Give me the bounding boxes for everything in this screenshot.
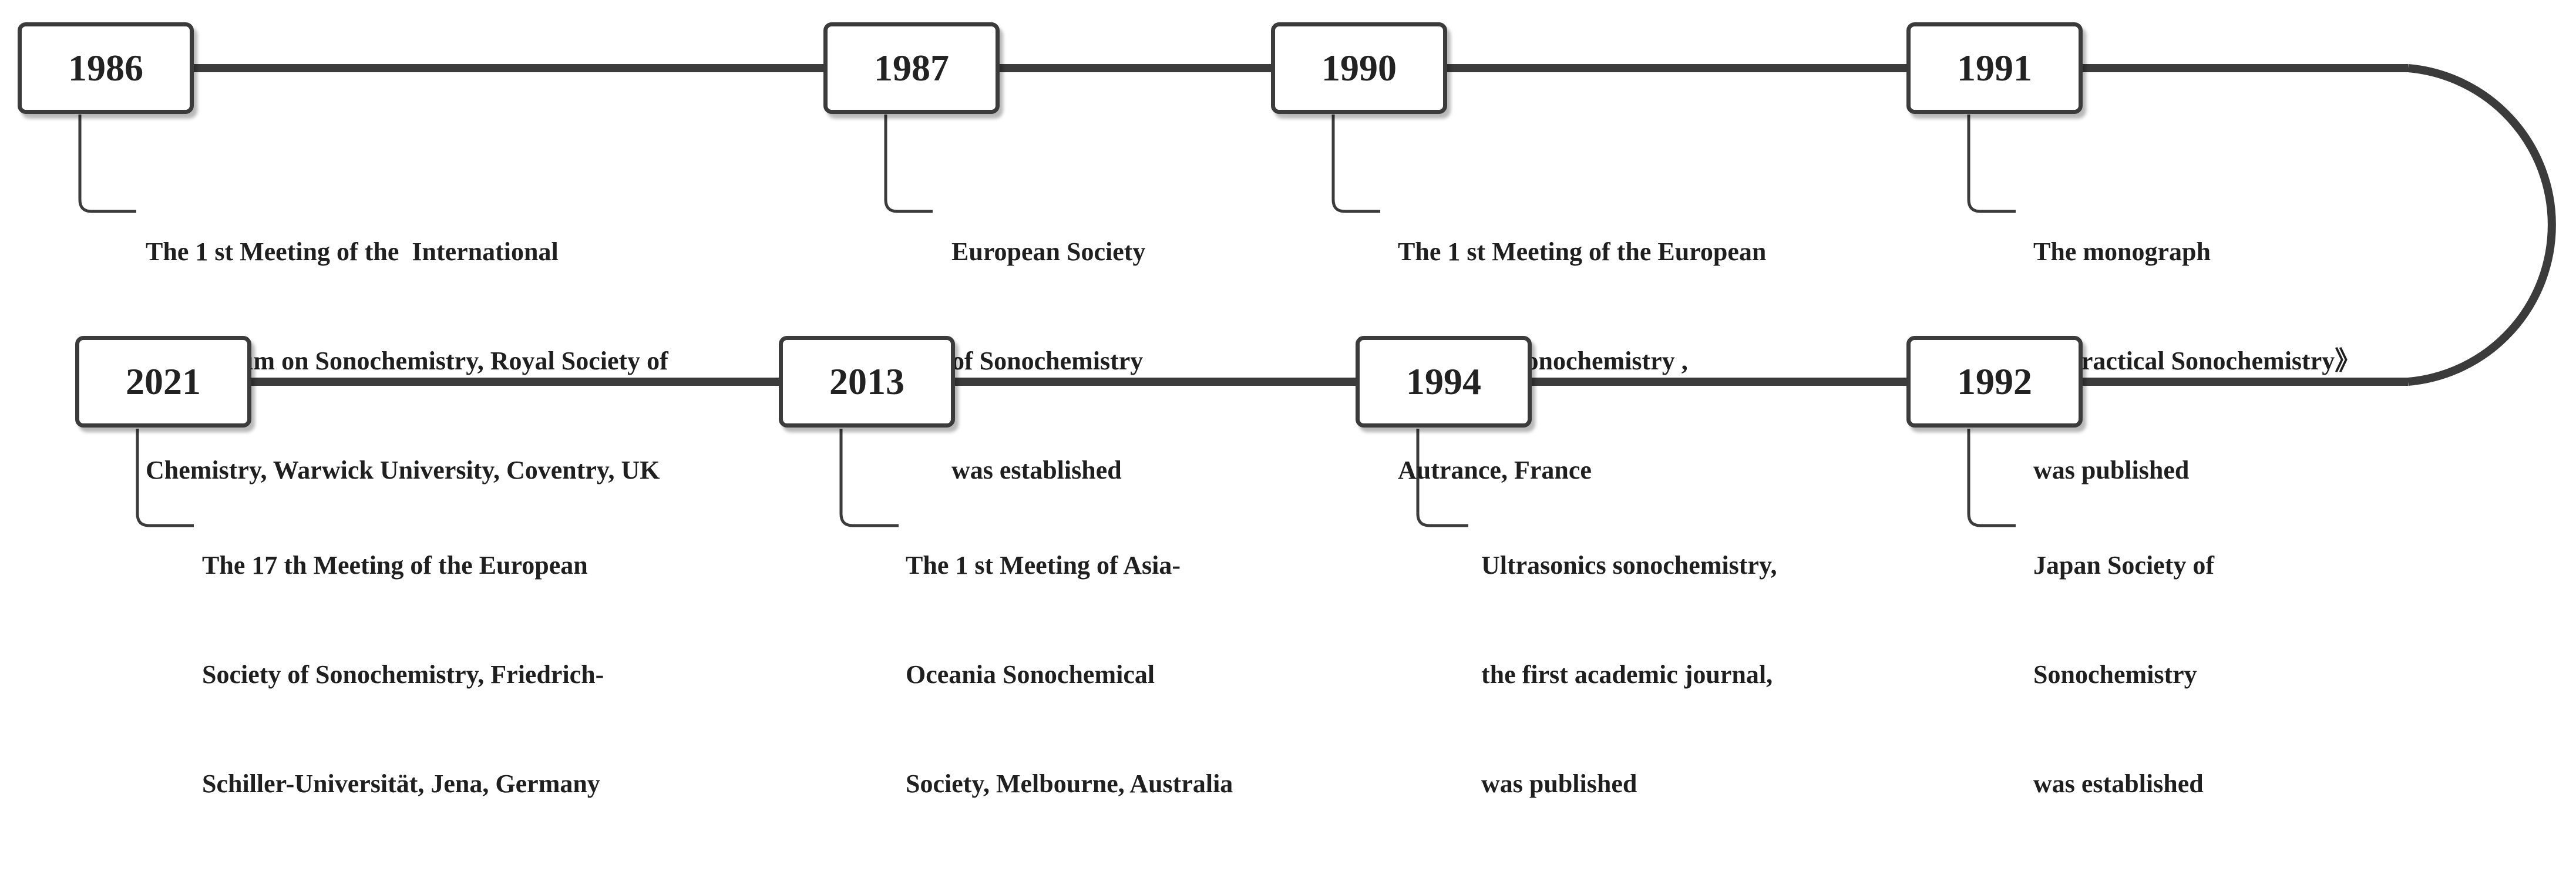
event-description-1992: Japan Society of Sonochemistry was estab… <box>2033 474 2214 875</box>
year-box-1994: 1994 <box>1356 336 1532 428</box>
event-description-1986: The 1 st Meeting of the International Sy… <box>146 161 668 561</box>
event-text-line: Schiller-Universität, Jena, Germany <box>202 769 600 798</box>
event-text-line: the first academic journal, <box>1481 660 1773 689</box>
year-box-2021: 2021 <box>75 336 251 428</box>
event-text-line: was established <box>951 456 1122 484</box>
event-description-1987: European Society of Sonochemistry was es… <box>951 161 1145 561</box>
timeline-diagram: 1986 The 1 st Meeting of the Internation… <box>18 22 2556 798</box>
connector-2013 <box>839 429 899 527</box>
event-text-line: Autrance, France <box>1398 456 1592 484</box>
event-text-line: Oceania Sonochemical <box>906 660 1155 689</box>
event-description-2013: The 1 st Meeting of Asia- Oceania Sonoch… <box>906 474 1233 875</box>
event-text-line: was published <box>2033 456 2190 484</box>
year-box-1990: 1990 <box>1271 22 1447 114</box>
event-text-line: Chemistry, Warwick University, Coventry,… <box>146 456 660 484</box>
connector-1987 <box>884 115 933 213</box>
connector-1990 <box>1331 115 1380 213</box>
event-text-line: was established <box>2033 769 2204 798</box>
year-box-1986: 1986 <box>18 22 194 114</box>
event-text-line: The 17 th Meeting of the European <box>202 551 588 580</box>
event-text-line: was published <box>1481 769 1637 798</box>
event-text-line: The 1 st Meeting of the European <box>1398 237 1767 266</box>
year-box-1987: 1987 <box>823 22 1000 114</box>
event-description-2021: The 17 th Meeting of the European Societ… <box>202 474 604 875</box>
event-text-line: The monograph <box>2033 237 2211 266</box>
connector-1991 <box>1967 115 2016 213</box>
timeline-curve <box>2407 64 2556 386</box>
connector-2021 <box>136 429 194 527</box>
connector-1986 <box>78 115 136 213</box>
event-text-line: Society of Sonochemistry, Friedrich- <box>202 660 604 689</box>
year-box-1992: 1992 <box>1906 336 2083 428</box>
event-text-line: Japan Society of <box>2033 551 2214 580</box>
event-text-line: European Society <box>951 237 1146 266</box>
event-description-1994: Ultrasonics sonochemistry, the first aca… <box>1481 474 1777 875</box>
connector-1994 <box>1416 429 1468 527</box>
event-text-line: Ultrasonics sonochemistry, <box>1481 551 1777 580</box>
event-text-line: Sonochemistry <box>2033 660 2197 689</box>
event-text-line: of Sonochemistry <box>951 346 1144 375</box>
event-text-line: The 1 st Meeting of Asia- <box>906 551 1181 580</box>
year-box-2013: 2013 <box>779 336 955 428</box>
event-text-line: Society, Melbourne, Australia <box>906 769 1233 798</box>
connector-1992 <box>1967 429 2016 527</box>
event-text-line: The 1 st Meeting of the International <box>146 237 559 266</box>
year-box-1991: 1991 <box>1906 22 2083 114</box>
